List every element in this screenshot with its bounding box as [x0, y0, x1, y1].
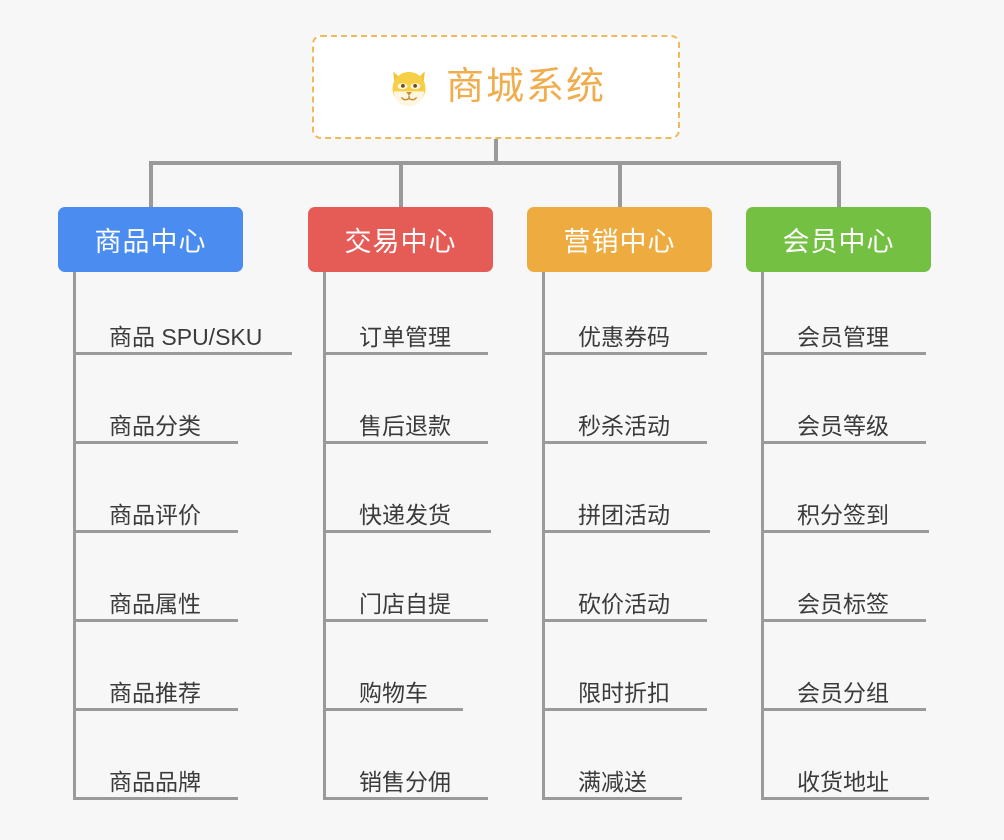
root-node[interactable]: 商城系统 — [312, 35, 680, 139]
root-title: 商城系统 — [445, 66, 606, 108]
leaf-spine — [73, 272, 76, 800]
leaf-label: 商品属性 — [109, 591, 201, 617]
leaf-label: 门店自提 — [359, 591, 451, 617]
leaf-underline — [323, 797, 488, 800]
connector-drop-4 — [836, 161, 841, 207]
leaf-underline — [73, 352, 292, 355]
leaf-label: 会员等级 — [797, 413, 889, 439]
category-label: 营销中心 — [563, 227, 676, 257]
leaf-underline — [542, 530, 710, 533]
leaf-underline — [323, 352, 488, 355]
leaf-label: 商品品牌 — [109, 769, 201, 795]
leaf-underline — [323, 619, 488, 622]
leaf-label: 会员标签 — [797, 591, 889, 617]
leaf-label: 销售分佣 — [359, 769, 451, 795]
shiba-dog-emoji — [386, 64, 432, 110]
category-box-2[interactable]: 交易中心 — [308, 207, 493, 272]
leaf-label: 拼团活动 — [578, 502, 670, 528]
leaf-underline — [542, 352, 707, 355]
leaf-label: 优惠券码 — [578, 324, 670, 350]
leaf-spine — [761, 272, 764, 800]
leaf-label: 订单管理 — [359, 324, 451, 350]
leaf-label: 收货地址 — [797, 769, 889, 795]
leaf-underline — [542, 619, 707, 622]
connector-drop-1 — [148, 161, 153, 207]
leaf-label: 满减送 — [578, 769, 647, 795]
leaf-spine — [323, 272, 326, 800]
leaf-label: 限时折扣 — [578, 680, 670, 706]
leaf-spine — [542, 272, 545, 800]
leaf-underline — [73, 708, 238, 711]
leaf-label: 会员分组 — [797, 680, 889, 706]
leaf-underline — [542, 441, 707, 444]
leaf-underline — [761, 708, 926, 711]
leaf-underline — [323, 530, 491, 533]
leaf-underline — [761, 619, 926, 622]
category-box-1[interactable]: 商品中心 — [58, 207, 243, 272]
leaf-underline — [323, 708, 463, 711]
leaf-label: 秒杀活动 — [578, 413, 670, 439]
leaf-label: 商品 SPU/SKU — [109, 324, 263, 350]
connector-horizontal-bus — [150, 161, 837, 165]
leaf-underline — [542, 708, 707, 711]
category-label: 商品中心 — [94, 227, 207, 257]
leaf-underline — [73, 441, 238, 444]
connector-root-stem — [494, 139, 498, 165]
category-label: 会员中心 — [782, 227, 895, 257]
leaf-label: 积分签到 — [797, 502, 889, 528]
category-box-3[interactable]: 营销中心 — [527, 207, 712, 272]
leaf-label: 商品评价 — [109, 502, 201, 528]
leaf-underline — [73, 797, 238, 800]
connector-drop-3 — [617, 161, 622, 207]
category-box-4[interactable]: 会员中心 — [746, 207, 931, 272]
leaf-label: 会员管理 — [797, 324, 889, 350]
leaf-underline — [542, 797, 682, 800]
leaf-underline — [761, 797, 929, 800]
leaf-underline — [761, 530, 929, 533]
connector-drop-2 — [398, 161, 403, 207]
leaf-label: 购物车 — [359, 680, 428, 706]
leaf-underline — [323, 441, 488, 444]
leaf-underline — [761, 352, 926, 355]
leaf-label: 商品分类 — [109, 413, 201, 439]
leaf-underline — [73, 619, 238, 622]
leaf-underline — [73, 530, 238, 533]
leaf-underline — [761, 441, 926, 444]
leaf-label: 快递发货 — [359, 502, 451, 528]
leaf-label: 砍价活动 — [578, 591, 670, 617]
leaf-label: 售后退款 — [359, 413, 451, 439]
category-label: 交易中心 — [344, 227, 457, 257]
leaf-label: 商品推荐 — [109, 680, 201, 706]
